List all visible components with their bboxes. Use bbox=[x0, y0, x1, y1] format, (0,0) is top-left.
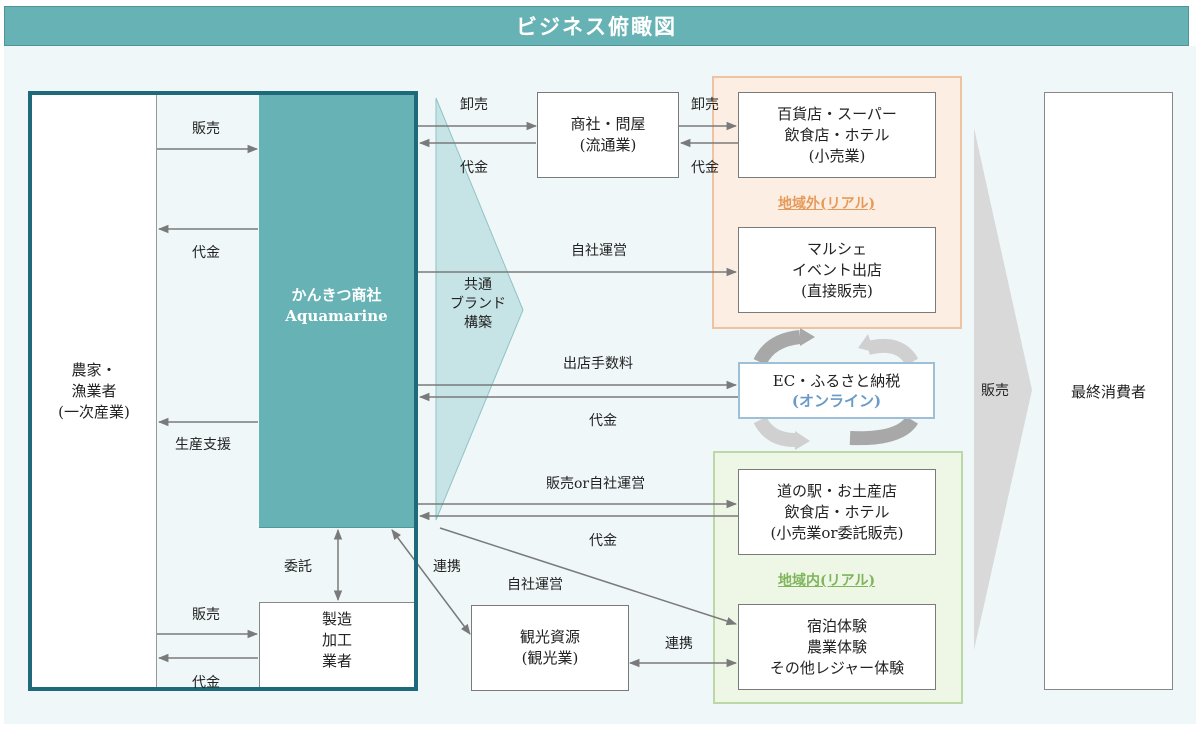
sales-chevron bbox=[974, 128, 1032, 650]
farmer-line1: 農家・ bbox=[71, 360, 117, 379]
ec-box: EC・ふるさと納税 (オンライン) bbox=[738, 362, 935, 419]
flow-label-farmer-pay: 代金 bbox=[192, 245, 220, 261]
wholesaler-line1: 商社・問屋 bbox=[570, 115, 646, 133]
experience-box: 宿泊体験 農業体験 その他レジャー体験 bbox=[738, 604, 936, 690]
farmer-line3: (一次産業) bbox=[58, 402, 130, 421]
brand-chevron bbox=[435, 97, 524, 521]
page-title: ビジネス俯瞰図 bbox=[4, 6, 1189, 46]
flow-label-collab1: 連携 bbox=[433, 559, 461, 575]
brand-line3: 構築 bbox=[464, 315, 492, 331]
experience-line1: 宿泊体験 bbox=[806, 616, 867, 635]
cycle-arrow-top-left bbox=[753, 330, 801, 366]
flow-label-store-fee: 出店手数料 bbox=[563, 356, 633, 372]
retail-inside-line2: 飲食店・ホテル bbox=[784, 502, 890, 521]
brand-line2: ブランド bbox=[450, 296, 506, 312]
maker-line1: 製造 bbox=[321, 610, 352, 628]
flow-label-wholesale2: 卸売 bbox=[691, 97, 719, 113]
flow-label-maker-sell: 販売 bbox=[192, 607, 220, 623]
region-outside-label: 地域外(リアル) bbox=[778, 196, 876, 212]
consumer-label: 最終消費者 bbox=[1070, 382, 1146, 401]
flow-label-support: 生産支援 bbox=[175, 437, 231, 453]
flow-label-pay-in: 代金 bbox=[589, 533, 617, 549]
flow-label-wholesale1: 卸売 bbox=[460, 97, 488, 113]
retail-inside-box: 道の駅・お土産店 飲食店・ホテル (小売業or委託販売) bbox=[738, 469, 936, 555]
flow-label-pay-ec: 代金 bbox=[589, 413, 617, 429]
brand-label: 共通 ブランド 構築 bbox=[440, 276, 516, 333]
marche-line1: マルシェ bbox=[806, 239, 867, 258]
cycle-arrow-bottom-right bbox=[849, 415, 918, 446]
marche-line3: (直接販売) bbox=[801, 281, 873, 300]
aquamarine-box: かんきつ商社 Aquamarine bbox=[259, 95, 415, 528]
aquamarine-line2: Aquamarine bbox=[285, 307, 388, 325]
wholesaler-box: 商社・問屋 (流通業) bbox=[537, 92, 679, 178]
cycle-arrow-bottom-left bbox=[753, 416, 796, 447]
aquamarine-line1: かんきつ商社 bbox=[291, 286, 382, 304]
tourism-line1: 観光資源 bbox=[519, 628, 580, 646]
flow-label-consign: 委託 bbox=[284, 559, 312, 575]
maker-line2: 加工 bbox=[321, 631, 352, 649]
wholesaler-line2: (流通業) bbox=[579, 136, 637, 154]
flow-label-farmer-sell: 販売 bbox=[192, 121, 220, 137]
flow-label-own-op: 自社運営 bbox=[571, 243, 627, 259]
region-inside-label: 地域内(リアル) bbox=[778, 573, 876, 589]
producer-group-frame bbox=[28, 91, 418, 691]
ec-line2: (オンライン) bbox=[791, 391, 882, 410]
flow-label-pay2: 代金 bbox=[691, 160, 719, 176]
farmer-line2: 漁業者 bbox=[71, 381, 117, 400]
brand-line1: 共通 bbox=[464, 277, 492, 293]
retail-outside-line3: (小売業) bbox=[808, 146, 866, 165]
experience-line3: その他レジャー体験 bbox=[769, 658, 905, 677]
farmer-box: 農家・ 漁業者 (一次産業) bbox=[32, 95, 157, 687]
marche-box: マルシェ イベント出店 (直接販売) bbox=[738, 227, 936, 313]
retail-inside-line3: (小売業or委託販売) bbox=[770, 523, 904, 542]
ec-line1: EC・ふるさと納税 bbox=[772, 371, 901, 390]
flow-label-sell-or-own: 販売or自社運営 bbox=[546, 476, 646, 492]
retail-outside-line1: 百貨店・スーパー bbox=[777, 104, 897, 123]
maker-box: 製造 加工 業者 bbox=[259, 602, 414, 687]
cycle-arrow-top-right bbox=[866, 338, 919, 366]
flow-label-maker-pay: 代金 bbox=[192, 675, 220, 691]
maker-line3: 業者 bbox=[321, 652, 352, 670]
retail-inside-line1: 道の駅・お土産店 bbox=[776, 481, 897, 500]
consumer-box: 最終消費者 bbox=[1044, 92, 1173, 690]
retail-outside-box: 百貨店・スーパー 飲食店・ホテル (小売業) bbox=[738, 92, 936, 178]
sales-chevron-label: 販売 bbox=[981, 383, 1009, 399]
tourism-box: 観光資源 (観光業) bbox=[471, 605, 629, 691]
retail-outside-line2: 飲食店・ホテル bbox=[784, 125, 890, 144]
marche-line2: イベント出店 bbox=[791, 260, 882, 279]
flow-label-collab2: 連携 bbox=[665, 636, 693, 652]
flow-label-own-op2: 自社運営 bbox=[507, 577, 563, 593]
experience-line2: 農業体験 bbox=[806, 637, 867, 656]
tourism-line2: (観光業) bbox=[521, 649, 579, 667]
flow-label-pay1: 代金 bbox=[460, 160, 488, 176]
